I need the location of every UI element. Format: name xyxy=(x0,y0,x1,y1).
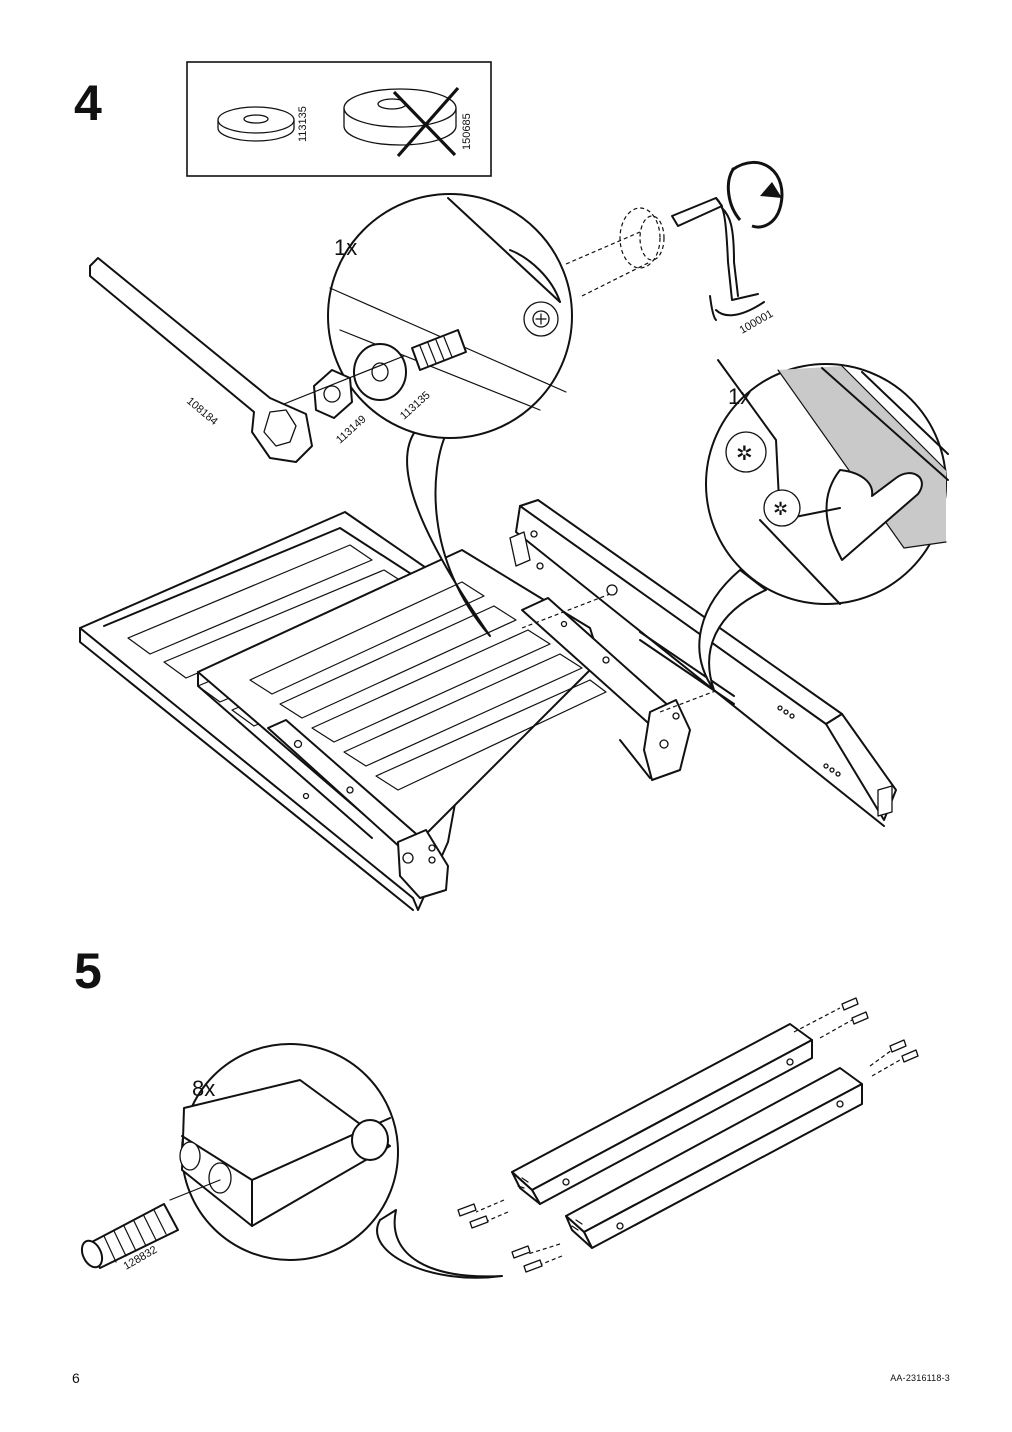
rail-upper xyxy=(511,1023,813,1205)
step-5-number: 5 xyxy=(74,943,102,999)
chair-seat-frame xyxy=(79,511,691,911)
washer-113135-icon xyxy=(217,106,295,142)
wrench-icon xyxy=(89,257,313,463)
washer-113135-label: 113135 xyxy=(297,106,309,142)
washer-comparison-box: 113135 150685 xyxy=(186,61,492,177)
bolt-icon xyxy=(411,329,467,371)
allen-key-icon xyxy=(565,197,765,321)
bolt-detail-callout xyxy=(253,193,573,637)
svg-text:✲: ✲ xyxy=(736,443,753,465)
nut-icon xyxy=(313,369,353,419)
document-code: AA-2316118-3 xyxy=(890,1373,950,1383)
dowel-detail-callout xyxy=(169,1043,503,1279)
washer-150685-icon xyxy=(343,88,457,146)
cross-out-icon xyxy=(392,86,460,158)
rail-lower xyxy=(565,1067,863,1249)
dowel-detail-quantity: 8x xyxy=(192,1076,215,1101)
bracket-detail-quantity: 1x xyxy=(728,384,751,409)
svg-text:✲: ✲ xyxy=(773,499,788,519)
washer-150685-label: 150685 xyxy=(461,113,473,150)
bracket-detail-callout: ✲ ✲ xyxy=(698,359,949,691)
chair-leg-assembly xyxy=(509,499,897,827)
dowel-icon xyxy=(80,1203,179,1269)
bolt-detail-quantity: 1x xyxy=(334,235,357,260)
washer-icon xyxy=(353,343,407,401)
dowel-set xyxy=(457,997,919,1273)
step-4-number: 4 xyxy=(74,75,102,131)
rotate-clockwise-icon xyxy=(726,160,784,229)
page-number: 6 xyxy=(72,1370,80,1386)
